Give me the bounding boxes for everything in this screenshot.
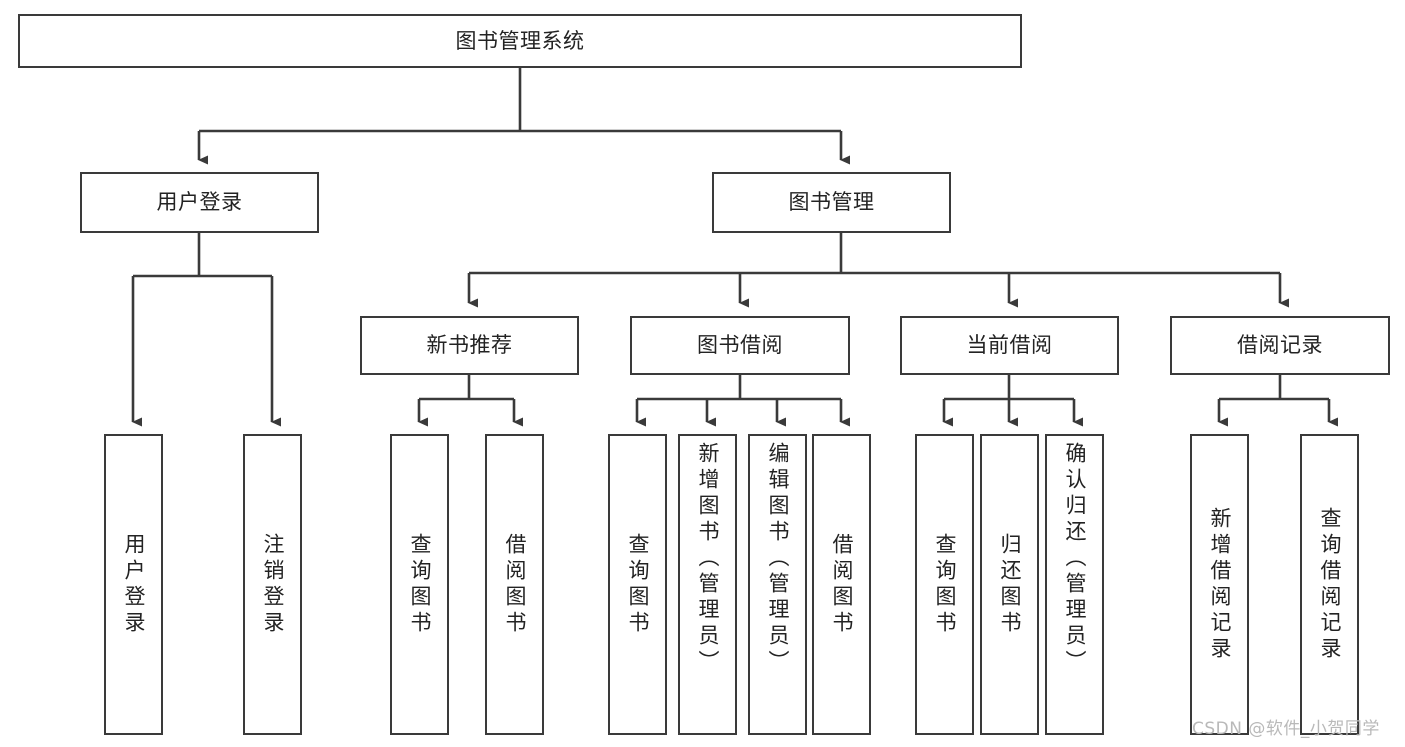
node-leaf-add-borrow-record[interactable]: 新增借阅记录 (1190, 434, 1249, 735)
node-leaf-confirm-return-admin[interactable]: 确认归还（管理员） (1045, 434, 1104, 735)
node-label: 图书管理系统 (455, 28, 585, 53)
node-leaf-borrow-book[interactable]: 借阅图书 (812, 434, 871, 735)
node-borrow-record[interactable]: 借阅记录 (1170, 316, 1390, 375)
node-leaf-add-book-admin[interactable]: 新增图书（管理员） (678, 434, 737, 735)
node-label: 用户登录 (156, 190, 243, 215)
node-leaf-return-book[interactable]: 归还图书 (980, 434, 1039, 735)
node-label: 当前借阅 (966, 333, 1053, 358)
node-leaf-query-book-borrow[interactable]: 查询图书 (608, 434, 667, 735)
node-label: 图书借阅 (697, 333, 783, 358)
node-book-borrow[interactable]: 图书借阅 (630, 316, 850, 375)
node-label: 注销登录 (261, 532, 285, 637)
node-label: 查询借阅记录 (1318, 506, 1342, 663)
node-new-book-recommend[interactable]: 新书推荐 (360, 316, 579, 375)
node-label: 借阅图书 (830, 532, 854, 637)
node-leaf-borrow-book-recommend[interactable]: 借阅图书 (485, 434, 544, 735)
csdn-watermark: CSDN @软件_小贺同学 (1192, 719, 1380, 739)
node-label: 查询图书 (626, 532, 650, 637)
node-current-borrow[interactable]: 当前借阅 (900, 316, 1119, 375)
node-leaf-query-borrow-record[interactable]: 查询借阅记录 (1300, 434, 1359, 735)
node-label: 归还图书 (998, 532, 1022, 637)
node-leaf-query-book-current[interactable]: 查询图书 (915, 434, 974, 735)
node-label: 新增图书（管理员） (696, 442, 720, 676)
node-user-login[interactable]: 用户登录 (80, 172, 319, 233)
node-label: 确认归还（管理员） (1063, 442, 1087, 676)
node-label: 新增借阅记录 (1208, 506, 1232, 663)
node-root-book-management-system[interactable]: 图书管理系统 (18, 14, 1022, 68)
node-label: 借阅记录 (1237, 333, 1323, 358)
node-label: 用户登录 (122, 532, 146, 637)
node-label: 借阅图书 (503, 532, 527, 637)
node-leaf-query-book-recommend[interactable]: 查询图书 (390, 434, 449, 735)
node-leaf-logout[interactable]: 注销登录 (243, 434, 302, 735)
node-leaf-user-login[interactable]: 用户登录 (104, 434, 163, 735)
node-label: 编辑图书（管理员） (766, 442, 790, 676)
node-book-management[interactable]: 图书管理 (712, 172, 951, 233)
node-label: 查询图书 (408, 532, 432, 637)
node-leaf-edit-book-admin[interactable]: 编辑图书（管理员） (748, 434, 807, 735)
node-label: 新书推荐 (426, 333, 513, 358)
node-label: 查询图书 (933, 532, 957, 637)
node-label: 图书管理 (788, 190, 875, 215)
